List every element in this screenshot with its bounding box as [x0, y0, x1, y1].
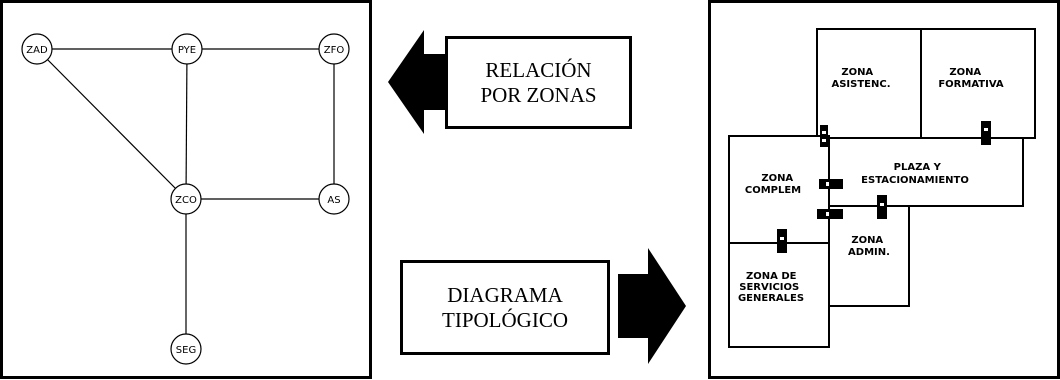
zone-complem-box — [728, 135, 830, 244]
node-zfo: ZFO — [318, 33, 350, 65]
zone-plaza-label: PLAZA Y ESTACIONAMIENTO — [861, 162, 969, 186]
left-arrow-icon — [388, 30, 446, 134]
zone-complem-label: ZONA COMPLEM — [745, 173, 801, 196]
node-zco: ZCO — [170, 183, 202, 215]
edge-pye-zco — [185, 48, 188, 200]
node-circle — [21, 33, 53, 65]
zone-formativa-box — [920, 28, 1036, 139]
connector-mark — [981, 121, 991, 145]
callout-diagrama-line2: TIPOLÓGICO — [442, 307, 568, 332]
node-as: AS — [318, 183, 350, 215]
callout-relacion-line2: POR ZONAS — [480, 82, 597, 107]
callout-relacion-por-zonas: RELACIÓN POR ZONAS — [445, 36, 632, 129]
node-circle — [171, 33, 203, 65]
zone-admin-label: ZONA ADMIN. — [848, 235, 890, 258]
node-circle — [170, 183, 202, 215]
connector-mark — [777, 229, 787, 253]
node-label: SEG — [176, 345, 196, 356]
node-label: ZFO — [324, 45, 345, 56]
node-circle — [318, 33, 350, 65]
callout-diagrama-line1: DIAGRAMA — [447, 282, 563, 307]
node-label: PYE — [178, 45, 196, 56]
zone-servicios-box — [728, 242, 830, 348]
connector-mark — [819, 179, 843, 189]
relation-diagram-panel: ZAD PYE ZFO ZCO AS SEG — [0, 0, 372, 379]
relation-diagram: ZAD PYE ZFO ZCO AS SEG — [21, 33, 350, 365]
zone-formativa-label: ZONA FORMATIVA — [938, 67, 1004, 90]
zone-asistencial-box — [816, 28, 922, 153]
connector-mark — [817, 209, 843, 219]
connector-mark — [820, 125, 828, 147]
node-label: ZAD — [26, 45, 48, 56]
zone-asistencial-label: ZONA ASISTENC. — [831, 67, 890, 90]
node-label: AS — [327, 195, 340, 206]
right-arrow-icon — [618, 248, 686, 364]
callout-relacion-line1: RELACIÓN — [485, 57, 592, 82]
node-pye: PYE — [171, 33, 203, 65]
connector-mark — [877, 195, 887, 219]
typology-diagram: ZONA ASISTENC. ZONA FORMATIVA PLAZA Y ES… — [728, 28, 1036, 348]
node-circle — [170, 333, 202, 365]
node-zad: ZAD — [21, 33, 53, 65]
node-label: ZCO — [175, 195, 197, 206]
callout-diagrama-tipologico: DIAGRAMA TIPOLÓGICO — [400, 260, 610, 355]
zone-servicios-label: ZONA DE SERVICIOS GENERALES — [738, 271, 804, 304]
node-circle — [318, 183, 350, 215]
edge-zad-zco — [36, 48, 187, 200]
zone-admin-box — [828, 205, 910, 307]
typology-diagram-panel: ZONA ASISTENC. ZONA FORMATIVA PLAZA Y ES… — [708, 0, 1060, 379]
node-seg: SEG — [170, 333, 202, 365]
